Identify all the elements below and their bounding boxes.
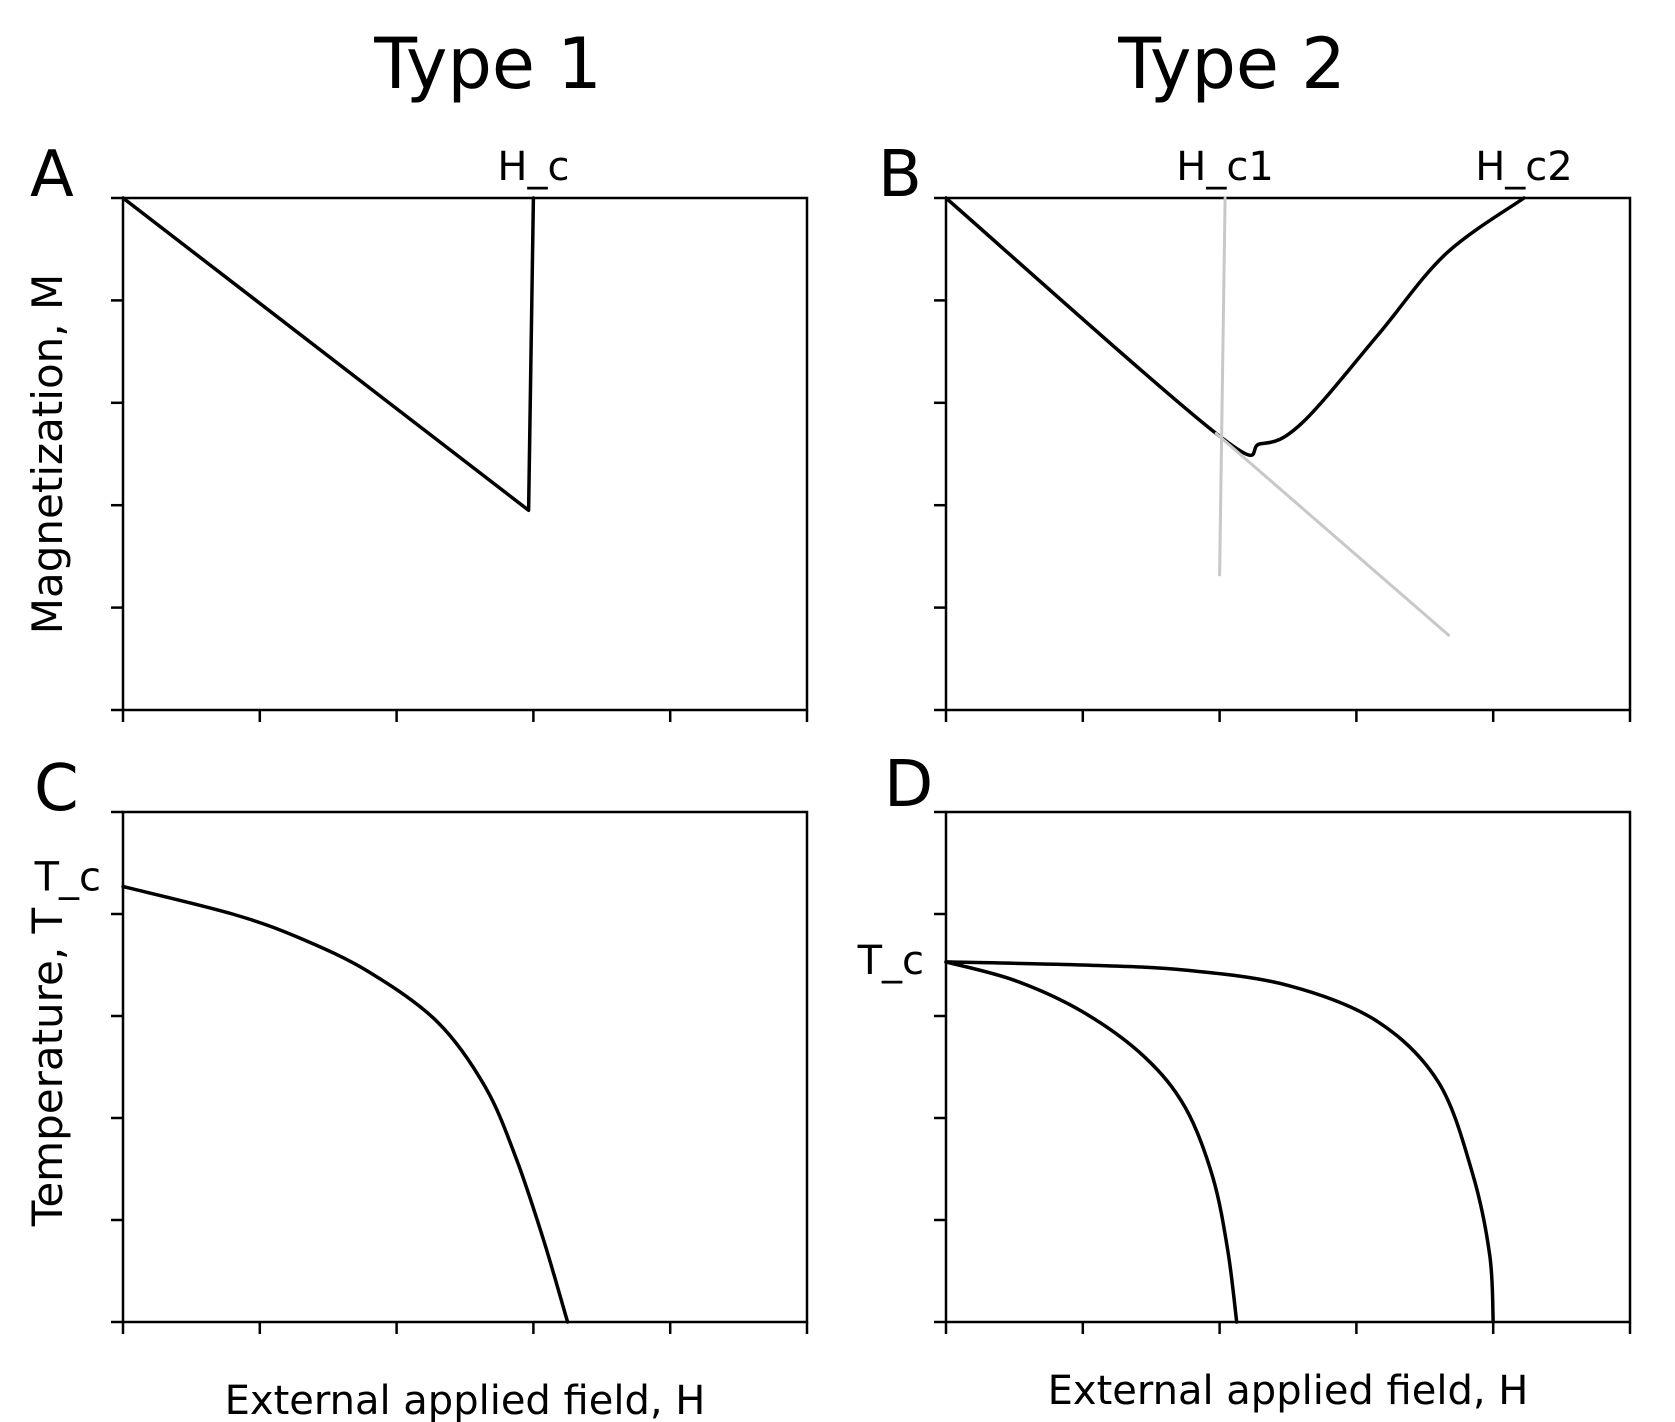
guide-line bbox=[1218, 196, 1227, 577]
annotation-label: T_c bbox=[857, 938, 924, 984]
plot-frame bbox=[121, 810, 809, 1324]
annotation-label: H_c1 bbox=[1176, 144, 1274, 190]
panel-letter: A bbox=[30, 138, 74, 212]
panel-letter: D bbox=[884, 748, 933, 822]
annotation-label: H_c bbox=[497, 144, 569, 190]
annotation-label: H_c2 bbox=[1475, 144, 1573, 190]
data-curve bbox=[121, 196, 536, 513]
annotation-label: T_c bbox=[34, 854, 101, 900]
plot-frame bbox=[944, 810, 1632, 1324]
panel-letter: B bbox=[878, 138, 922, 212]
panel-letter: C bbox=[34, 752, 79, 826]
plot-frame bbox=[944, 196, 1632, 712]
y-axis-label: Temperature, T bbox=[23, 907, 72, 1227]
data-curve bbox=[944, 196, 1526, 457]
x-axis-label: External applied field, H bbox=[1048, 1368, 1529, 1414]
guide-line bbox=[1214, 432, 1451, 637]
data-curve bbox=[944, 960, 1495, 1324]
data-curve bbox=[121, 884, 570, 1324]
column-title-type1: Type 1 bbox=[373, 23, 602, 105]
plot-frame bbox=[121, 196, 809, 712]
x-axis-label: External applied field, H bbox=[225, 1378, 706, 1422]
y-axis-label: Magnetization, M bbox=[23, 274, 72, 634]
data-curve bbox=[944, 960, 1239, 1324]
column-title-type2: Type 2 bbox=[1117, 23, 1346, 105]
panel-b: B H_c1 H_c2 bbox=[878, 138, 1632, 722]
